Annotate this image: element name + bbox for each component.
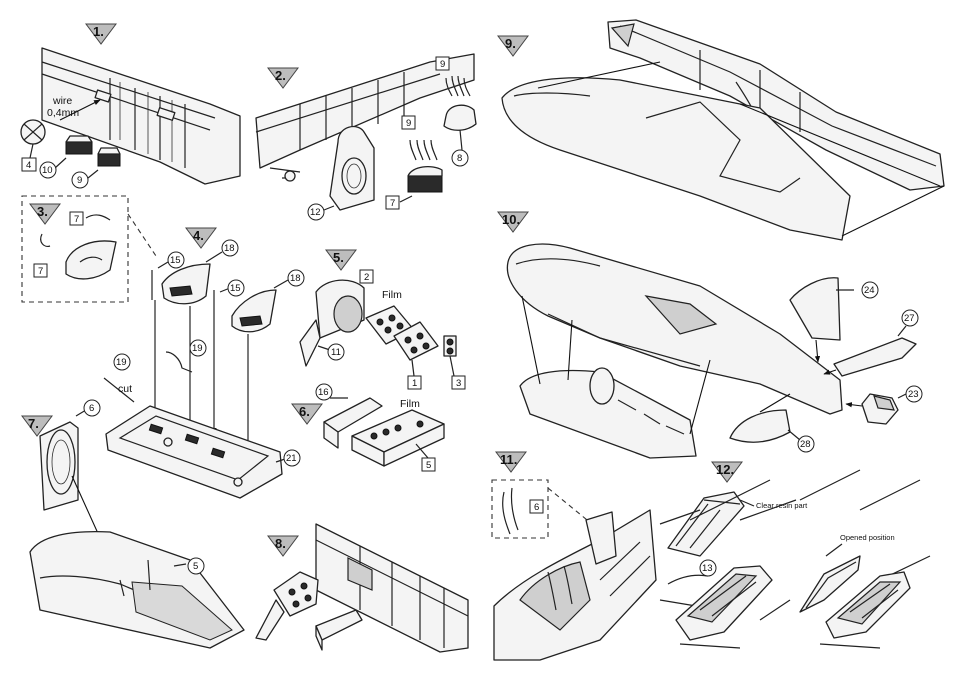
part-label-5-step7: 5 xyxy=(193,561,198,572)
step-9-group: 9. xyxy=(497,19,945,241)
step-number-7: 7. xyxy=(28,416,39,431)
step-10-group: 10. 24 27 23 28 xyxy=(497,211,923,459)
step-badge-7 xyxy=(21,415,53,437)
wire-size-label: 0,4mm xyxy=(47,107,79,119)
part-label-1: 1 xyxy=(412,378,417,389)
part-label-5-step6: 5 xyxy=(426,460,431,471)
step-11-inset-frame xyxy=(491,479,549,539)
fuselage-half-right xyxy=(607,19,945,191)
step-12-group: 12. Clear resin part 13 Opened position xyxy=(659,461,931,649)
step-badge-1 xyxy=(85,23,117,45)
part-label-11: 11 xyxy=(331,347,341,358)
step-badge-6 xyxy=(291,403,323,425)
step-2-group: 2. 12 9 8 9 7 xyxy=(255,53,477,221)
part-label-7-step3a: 7 xyxy=(74,214,79,225)
film-label-6: Film xyxy=(400,398,420,410)
part-label-2: 2 xyxy=(364,272,369,283)
step-4-group: 4. 18 15 18 15 19 xyxy=(103,227,305,499)
part-label-10: 10 xyxy=(42,165,53,176)
step-number-12: 12. xyxy=(716,462,734,477)
wire-label: wire xyxy=(52,95,72,107)
step-badge-8 xyxy=(267,535,299,557)
part-label-21: 21 xyxy=(286,453,297,464)
step-7-group: 7. 6 5 xyxy=(21,399,245,649)
part-label-9-step2b: 9 xyxy=(406,118,411,129)
part-label-8: 8 xyxy=(457,153,462,164)
part-label-15-a: 15 xyxy=(170,255,181,266)
step-badge-11 xyxy=(495,451,527,473)
step-number-3: 3. xyxy=(37,204,48,219)
part-label-4: 4 xyxy=(26,160,31,171)
opened-position-label: Opened position xyxy=(840,533,895,542)
cut-label: cut xyxy=(118,383,132,395)
part-label-7-step2: 7 xyxy=(390,198,395,209)
step-number-1: 1. xyxy=(93,24,104,39)
part-label-23: 23 xyxy=(908,389,919,400)
step-badge-5 xyxy=(325,249,357,271)
part-label-13: 13 xyxy=(702,563,713,574)
part-label-15-b: 15 xyxy=(230,283,241,294)
part-label-19-a: 19 xyxy=(192,343,203,354)
fuselage-assembled xyxy=(506,243,843,415)
step-badge-2 xyxy=(267,67,299,89)
sidewall-frame-1 xyxy=(41,47,241,185)
part-label-19-b: 19 xyxy=(116,357,127,368)
part-label-16: 16 xyxy=(318,387,329,398)
step-number-10: 10. xyxy=(502,212,520,227)
step-6-group: 6. 16 Film 5 xyxy=(291,383,445,472)
part-label-7-step3b: 7 xyxy=(38,266,43,277)
step-number-2: 2. xyxy=(275,68,286,83)
part-label-18-b: 18 xyxy=(290,273,301,284)
fuselage-half-left xyxy=(501,77,851,241)
film-label-5: Film xyxy=(382,289,402,301)
step-badge-4 xyxy=(185,227,217,249)
step-1-group: 1. wire 0,4mm 4 10 9 xyxy=(20,23,241,189)
step-badge-9 xyxy=(497,35,529,57)
step-badge-10 xyxy=(497,211,529,233)
part-label-9-step1: 9 xyxy=(77,175,82,186)
step-number-4: 4. xyxy=(193,228,204,243)
part-label-24: 24 xyxy=(864,285,875,296)
step-badge-12 xyxy=(711,461,743,483)
part-label-27: 27 xyxy=(904,313,915,324)
step-8-group: 8. xyxy=(255,523,469,653)
part-label-3: 3 xyxy=(456,378,461,389)
step-number-5: 5. xyxy=(333,250,344,265)
part-label-28: 28 xyxy=(800,439,811,450)
step-11-group: 11. 6 xyxy=(491,451,657,661)
step-5-group: 5. 11 2 Film 1 3 xyxy=(299,249,466,390)
step-number-6: 6. xyxy=(299,404,310,419)
part-label-18-a: 18 xyxy=(224,243,235,254)
step-3-group: 3. 7 7 xyxy=(21,195,157,303)
part-label-12: 12 xyxy=(310,207,321,218)
part-label-6-step11: 6 xyxy=(534,502,539,513)
step-number-11: 11. xyxy=(500,452,517,467)
step-3-inset-frame xyxy=(21,195,129,303)
step-number-8: 8. xyxy=(275,536,286,551)
part-label-6: 6 xyxy=(89,403,94,414)
step-number-9: 9. xyxy=(505,36,516,51)
step-badge-3 xyxy=(29,203,61,225)
part-label-9-step2a: 9 xyxy=(440,59,445,70)
